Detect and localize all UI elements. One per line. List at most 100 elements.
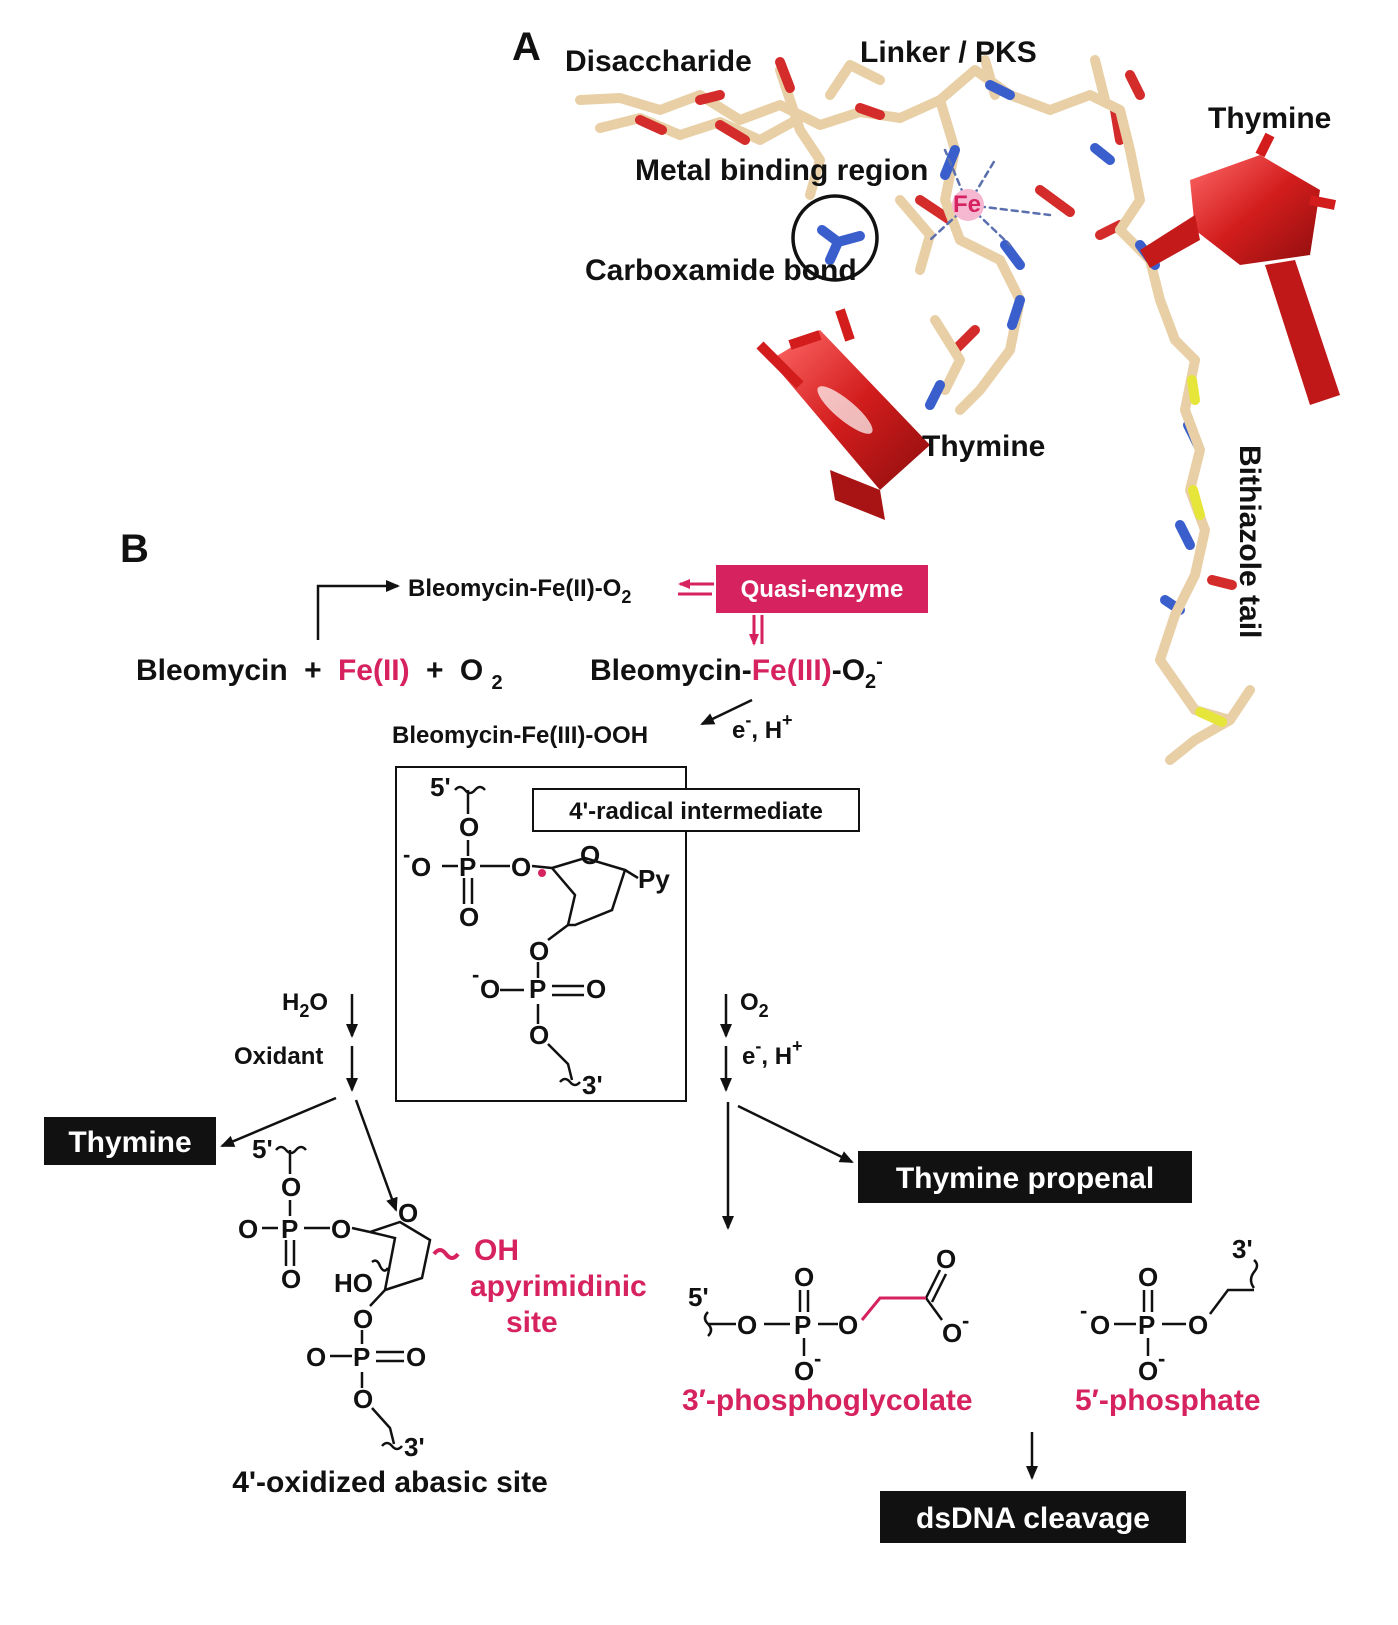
- carboxamide-sticks: [817, 225, 865, 265]
- svg-text:O: O: [737, 1310, 757, 1340]
- svg-text:O: O: [281, 1264, 301, 1294]
- label-fe: Fe: [953, 191, 981, 218]
- radical-atom-labels: 5' O - O P O O O Py O - O P O O 3': [403, 772, 670, 1100]
- svg-text:-: -: [403, 842, 410, 867]
- phosphoglycolate-label: 3′-phosphoglycolate: [682, 1384, 973, 1417]
- svg-text:O: O: [353, 1384, 373, 1414]
- svg-text:-: -: [1158, 1346, 1165, 1371]
- svg-text:O: O: [459, 902, 479, 932]
- svg-text:O: O: [281, 1172, 301, 1202]
- abasic-atom-labels: 5' O O P O O O HO O O P O O 3': [238, 1134, 426, 1462]
- quasi-enzyme-label: Quasi-enzyme: [741, 576, 904, 603]
- radical-label: 4'-radical intermediate: [569, 798, 823, 825]
- svg-text:O: O: [511, 852, 531, 882]
- arrow-to-thymine: [220, 1096, 337, 1148]
- thymine-box: [44, 1117, 216, 1165]
- squiggle-abasic-3prime: [381, 1441, 403, 1451]
- svg-text:O: O: [1090, 1310, 1110, 1340]
- svg-text:-: -: [962, 1308, 969, 1333]
- apyrimidinic-oh: OH: [474, 1234, 519, 1267]
- thymine-base-top: [1140, 132, 1340, 405]
- linker-sticks: [895, 55, 1200, 415]
- thymine-propenal-label: Thymine propenal: [896, 1162, 1154, 1195]
- radical-frame: [395, 766, 687, 1102]
- panel-a-letter: A: [512, 25, 541, 69]
- svg-text:-: -: [472, 962, 479, 987]
- svg-text:O: O: [406, 1342, 426, 1372]
- panel-a: A: [512, 25, 1340, 765]
- svg-text:3': 3': [582, 1070, 603, 1100]
- phosphate-structure: [1114, 1259, 1259, 1356]
- apyrimidinic-line1: apyrimidinic: [470, 1270, 647, 1303]
- svg-text:O: O: [238, 1214, 258, 1244]
- squiggle-3prime: [559, 1077, 581, 1087]
- label-thymine-mid: Thymine: [922, 430, 1045, 463]
- arrow-to-propenal: [737, 1104, 854, 1164]
- apyrimidinic-line2: site: [506, 1306, 558, 1339]
- svg-text:5': 5': [252, 1134, 273, 1164]
- svg-text:O: O: [1138, 1262, 1158, 1292]
- label-bithiazole: Bithiazole tail: [1233, 445, 1266, 638]
- svg-text:5': 5': [688, 1282, 709, 1312]
- svg-text:O: O: [398, 1198, 418, 1228]
- svg-text:O: O: [1138, 1356, 1158, 1386]
- nitrogen-sticks: [925, 80, 1203, 615]
- squiggle-5prime: [454, 785, 486, 795]
- svg-text:P: P: [281, 1214, 298, 1244]
- svg-text:O: O: [529, 936, 549, 966]
- bithiazole-sticks: [1155, 355, 1255, 765]
- oxidant-label: Oxidant: [234, 1043, 323, 1070]
- label-linker: Linker / PKS: [860, 36, 1037, 69]
- svg-text:O: O: [936, 1244, 956, 1274]
- svg-text:O: O: [459, 812, 479, 842]
- radical-dot: [538, 869, 546, 877]
- svg-text:O: O: [529, 1020, 549, 1050]
- h2o-label: H2O: [282, 989, 328, 1021]
- svg-text:O: O: [838, 1310, 858, 1340]
- cleavage-label: dsDNA cleavage: [916, 1502, 1150, 1535]
- glycolate-bond: [860, 1296, 926, 1321]
- svg-text:O: O: [331, 1214, 351, 1244]
- molecule-model: [575, 55, 1255, 765]
- squiggle-phosphate: [1249, 1259, 1259, 1289]
- label-disaccharide: Disaccharide: [565, 45, 752, 78]
- wavy-bond-oh: [432, 1248, 460, 1260]
- svg-text:P: P: [529, 974, 546, 1004]
- carboxamide-circle: [791, 194, 879, 282]
- label-metal-binding: Metal binding region: [635, 154, 928, 187]
- superoxo-complex: Bleomycin-Fe(III)-O2-: [590, 651, 883, 693]
- panel-b-letter: B: [120, 527, 149, 571]
- svg-text:O: O: [586, 974, 606, 1004]
- svg-text:3': 3': [1232, 1234, 1253, 1264]
- fe-atom: [952, 189, 984, 221]
- svg-text:-: -: [814, 1346, 821, 1371]
- label-thymine-top: Thymine: [1208, 102, 1331, 135]
- svg-text:O: O: [794, 1262, 814, 1292]
- sulfur-sticks: [1187, 375, 1227, 727]
- svg-text:P: P: [353, 1342, 370, 1372]
- wavy-bond-ho: [371, 1259, 390, 1272]
- thymine-base-mid: [756, 308, 930, 520]
- phosphoglycolate-atom-labels: 5' O O P O O - O O -: [688, 1244, 969, 1386]
- arrow-to-hydroperoxo: [700, 698, 753, 726]
- hydroperoxo-complex: Bleomycin-Fe(III)-OOH: [392, 722, 648, 749]
- svg-text:O: O: [480, 974, 500, 1004]
- reactants-equation: Bleomycin + Fe(II) + O 2: [136, 654, 503, 694]
- o2-right-label: O2: [740, 989, 769, 1021]
- quasi-enzyme-box: [716, 565, 928, 613]
- thymine-out-label: Thymine: [68, 1126, 191, 1159]
- electron-proton-1: e-, H+: [732, 710, 793, 744]
- abasic-site-label: 4'-oxidized abasic site: [232, 1466, 548, 1499]
- svg-text:O: O: [353, 1304, 373, 1334]
- svg-text:5': 5': [430, 772, 451, 802]
- arrow-to-o2-complex: [316, 580, 400, 640]
- svg-text:O: O: [794, 1356, 814, 1386]
- oxygen-sticks: [635, 57, 1237, 590]
- complex-o2: Bleomycin-Fe(II)-O2: [408, 575, 631, 607]
- radical-label-box: [532, 788, 860, 832]
- phosphate-label: 5′-phosphate: [1075, 1384, 1261, 1417]
- svg-text:-: -: [1080, 1298, 1087, 1323]
- panel-b: B Bleomycin + Fe(II) + O 2 Bleomycin-Fe(…: [44, 527, 1261, 1543]
